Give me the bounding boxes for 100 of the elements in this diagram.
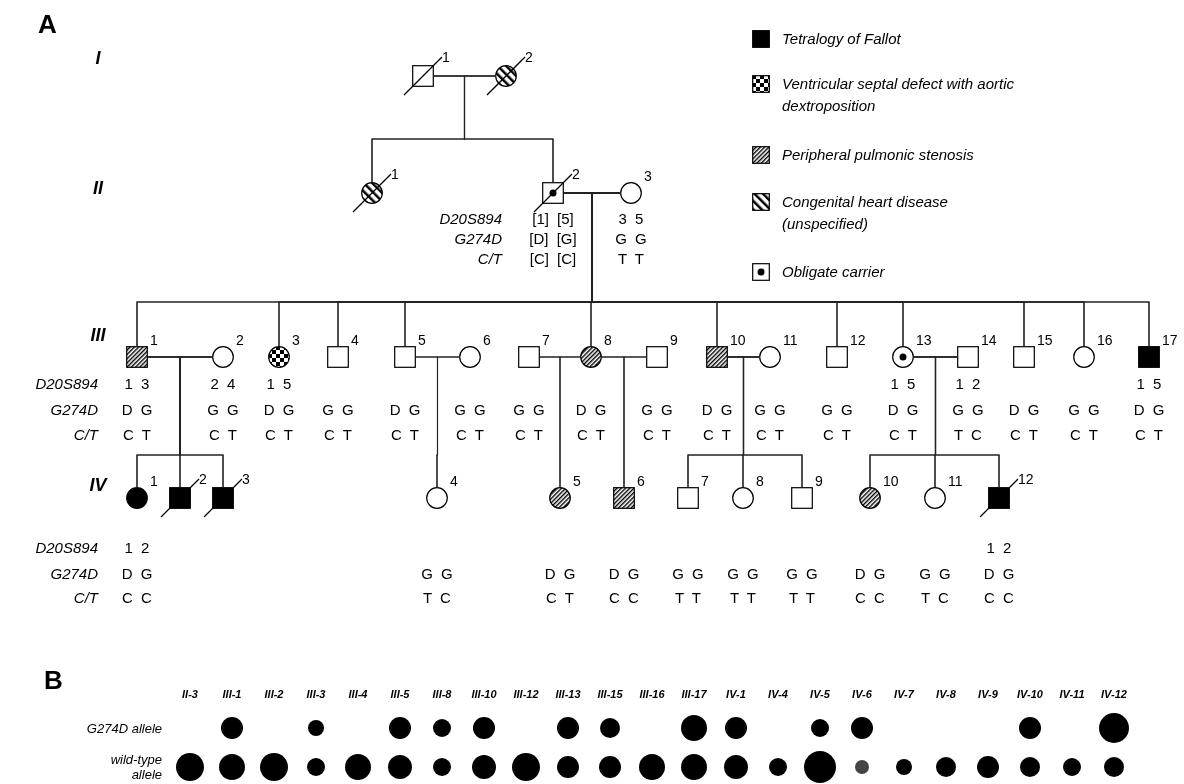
individual-number: 5 (418, 332, 426, 348)
genotype-text: C T (265, 426, 293, 443)
individual-number: 10 (883, 473, 899, 489)
genotype-text: G G (1068, 401, 1100, 418)
genotype-text: [C] [C] (529, 250, 577, 267)
genotype-text: D G (544, 565, 576, 582)
marker-row-label: C/T (73, 588, 98, 606)
genotype-text: G G (786, 565, 818, 582)
sample-label: IV-4 (768, 687, 788, 701)
genotype-text: [D] [G] (529, 230, 577, 247)
marker-row-label: G274D (50, 400, 98, 418)
genotype-text: G G (754, 401, 786, 418)
genotype-text: C T (1135, 426, 1163, 443)
sample-label: III-13 (555, 687, 581, 701)
genotype-text: C C (855, 589, 885, 606)
genotype-text: D G (1008, 401, 1040, 418)
marker-row-label: G274D (50, 564, 98, 582)
individual-number: 16 (1097, 332, 1113, 348)
individual-number: 14 (981, 332, 997, 348)
genotype-text: C T (577, 426, 605, 443)
genotype-text: C T (1070, 426, 1098, 443)
genotype-text: 1 2 (124, 539, 150, 556)
genotype-text: 1 2 (955, 375, 981, 392)
genotype-text: G G (615, 230, 647, 247)
sample-label: III-4 (348, 687, 368, 701)
genotype-text: C T (756, 426, 784, 443)
genotype-text: C C (984, 589, 1014, 606)
marker-row-label: D20S894 (439, 209, 502, 227)
genotype-text: G G (322, 401, 354, 418)
genotype-text: [1] [5] (532, 210, 574, 227)
individual-number: 1 (391, 166, 399, 182)
genotype-text: T T (789, 589, 815, 606)
descent-line (742, 356, 803, 488)
genotype-text: D G (389, 401, 421, 418)
generation-label: I (95, 48, 101, 68)
genotype-text: C T (889, 426, 917, 443)
genotype-text: D G (121, 565, 153, 582)
genotype-text: T T (618, 250, 644, 267)
generation-label: II (93, 178, 103, 198)
descent-line (623, 356, 647, 488)
genotype-text: G G (821, 401, 853, 418)
individual-number: 2 (236, 332, 244, 348)
marker-row-label: G274D (454, 229, 502, 247)
genotype-text: G G (727, 565, 759, 582)
genotype-text: 1 5 (1136, 375, 1162, 392)
genotype-text: C T (391, 426, 419, 443)
genotype-text: T C (954, 426, 982, 443)
individual-number: 3 (292, 332, 300, 348)
genotype-text: 1 5 (266, 375, 292, 392)
legend-text: Ventricular septal defect with aortic dextroposition (782, 74, 1016, 116)
legend-text: Peripheral pulmonic stenosis (782, 145, 975, 165)
individual-number: 8 (604, 332, 612, 348)
generation-label: IV (89, 475, 107, 495)
genotype-text: C T (823, 426, 851, 443)
sample-label: II-3 (182, 687, 198, 701)
marker-row-label: C/T (477, 249, 502, 267)
sample-label: IV-1 (726, 687, 746, 701)
individual-number: 9 (815, 473, 823, 489)
genotype-text: D G (983, 565, 1015, 582)
genotype-text: T T (675, 589, 701, 606)
individual-number: 11 (783, 332, 798, 348)
individual-number: 2 (199, 471, 207, 487)
genotype-text: C C (122, 589, 152, 606)
genotype-text: D G (854, 565, 886, 582)
individual-number: 9 (670, 332, 678, 348)
descent-line (463, 75, 554, 183)
panel-label: A (38, 10, 57, 38)
individual-number: 2 (525, 49, 533, 65)
descent-line (559, 356, 581, 488)
genotype-text: D G (1133, 401, 1165, 418)
genotype-text: C T (1010, 426, 1038, 443)
legend-text: Obligate carrier (782, 262, 886, 282)
genotype-text: G G (641, 401, 673, 418)
genotype-text: D G (887, 401, 919, 418)
sample-label: IV-9 (978, 687, 998, 701)
sample-label: IV-8 (936, 687, 956, 701)
genotype-text: C T (515, 426, 543, 443)
sample-label: IV-6 (852, 687, 872, 701)
individual-number: 4 (450, 473, 458, 489)
sample-label: IV-10 (1017, 687, 1043, 701)
individual-number: 11 (948, 473, 963, 489)
genotype-text: C T (546, 589, 574, 606)
individual-number: 1 (150, 332, 158, 348)
sample-label: III-17 (681, 687, 707, 701)
genotype-text: C C (609, 589, 639, 606)
genotype-text: C T (703, 426, 731, 443)
descent-line (179, 356, 224, 488)
individual-number: 17 (1162, 332, 1178, 348)
genotype-text: 2 4 (210, 375, 236, 392)
sample-label: III-2 (264, 687, 284, 701)
marker-row-label: C/T (73, 425, 98, 443)
generation-label: III (90, 325, 106, 345)
genotype-text: 1 5 (890, 375, 916, 392)
sample-label: IV-7 (894, 687, 914, 701)
sample-label: III-3 (306, 687, 326, 701)
genotype-text: D G (575, 401, 607, 418)
genotype-text: C T (123, 426, 151, 443)
sample-label: IV-12 (1101, 687, 1127, 701)
individual-number: 8 (756, 473, 764, 489)
genotype-text: 1 3 (124, 375, 150, 392)
